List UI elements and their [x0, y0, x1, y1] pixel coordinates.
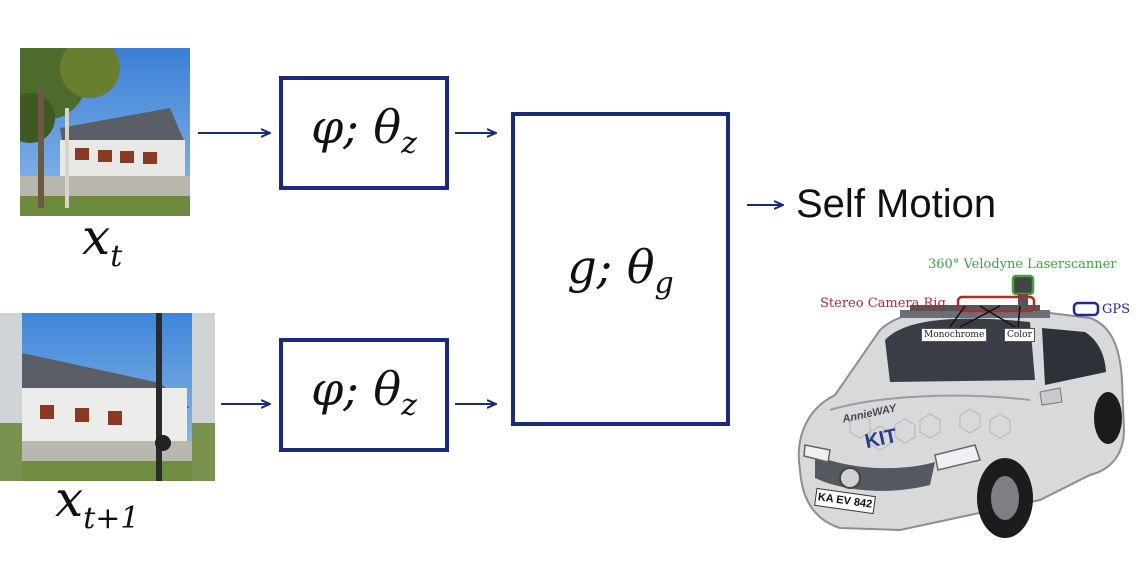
lidar-label: 360° Velodyne Laserscanner	[928, 257, 1117, 272]
encoder-top-box	[279, 76, 449, 190]
encoder-top-label: φ; θz	[311, 100, 417, 161]
stereo-rig-label: Stereo Camera Rig	[820, 296, 946, 311]
encoder-bottom-box	[279, 338, 449, 452]
frame-t-photo	[20, 48, 190, 216]
frame-t-label: xt	[82, 208, 123, 274]
monochrome-tag: Monochrome	[921, 328, 988, 342]
color-tag: Color	[1004, 328, 1035, 342]
combiner-box	[511, 112, 730, 426]
gps-label: GPS	[1102, 302, 1131, 317]
output-label: Self Motion	[796, 182, 997, 226]
combiner-label: g; θg	[567, 240, 674, 301]
frame-t1-photo	[0, 313, 215, 481]
encoder-bottom-label: φ; θz	[311, 362, 417, 423]
frame-t1-label: xt+1	[55, 470, 140, 536]
